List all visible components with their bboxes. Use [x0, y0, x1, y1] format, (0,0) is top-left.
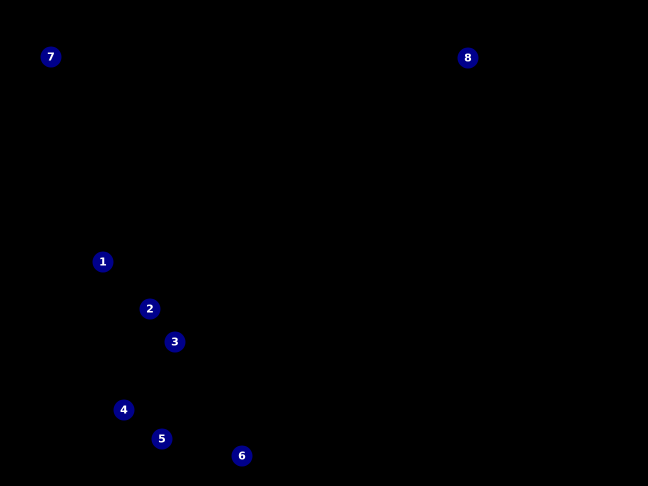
numbered-marker-5[interactable]: 5 [151, 428, 173, 450]
numbered-marker-6[interactable]: 6 [231, 445, 253, 467]
numbered-marker-1[interactable]: 1 [92, 251, 114, 273]
numbered-marker-2[interactable]: 2 [139, 298, 161, 320]
numbered-marker-8[interactable]: 8 [457, 47, 479, 69]
numbered-marker-4[interactable]: 4 [113, 399, 135, 421]
numbered-marker-3[interactable]: 3 [164, 331, 186, 353]
numbered-marker-7[interactable]: 7 [40, 46, 62, 68]
